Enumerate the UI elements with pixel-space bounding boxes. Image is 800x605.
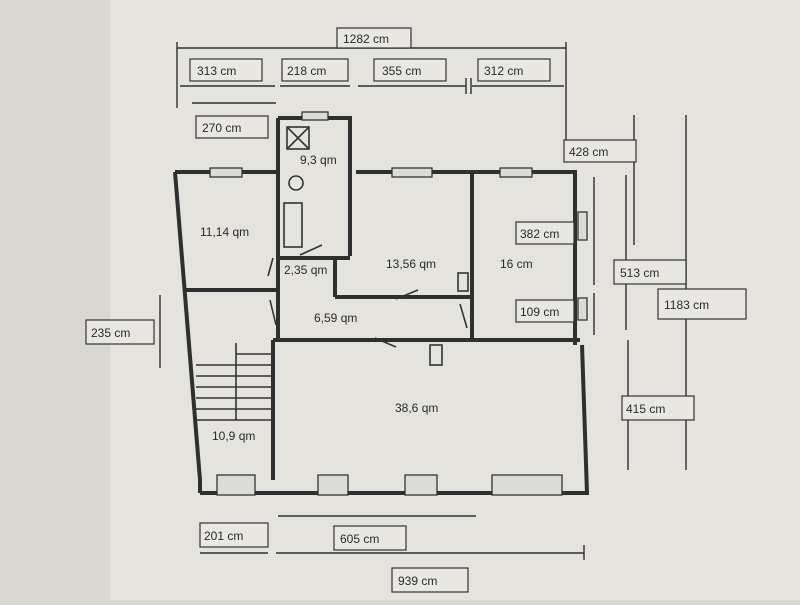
window — [301, 111, 329, 121]
room-label-middle: 13,56 qm — [386, 257, 436, 271]
dim-label-415: 415 cm — [626, 402, 665, 416]
dim-box — [621, 395, 695, 421]
dim-box — [333, 525, 407, 551]
dim-box — [657, 288, 747, 320]
room-label-wc: 2,35 qm — [284, 263, 327, 277]
dim-label-313: 313 cm — [197, 64, 236, 78]
window — [577, 211, 588, 241]
door-leaf — [267, 257, 274, 277]
dim-label-total-width: 1282 cm — [343, 32, 389, 46]
window — [209, 167, 243, 178]
sanitary-fixtures — [283, 126, 469, 366]
window — [391, 167, 433, 178]
window — [404, 474, 438, 496]
room-label-stairs: 10,9 qm — [212, 429, 255, 443]
dim-box — [515, 299, 575, 323]
dim-box — [199, 522, 269, 548]
dim-box — [373, 58, 447, 82]
staircase — [196, 343, 273, 421]
room-label-left: 11,14 qm — [200, 225, 249, 239]
dim-box — [189, 58, 263, 82]
door-leaf — [269, 299, 277, 326]
dim-box — [477, 58, 551, 82]
dim-label-355: 355 cm — [382, 64, 421, 78]
dim-box — [195, 115, 269, 139]
dim-box — [336, 27, 412, 49]
dim-label-382: 382 cm — [520, 227, 559, 241]
washbasin — [288, 175, 304, 191]
door-leaf — [459, 303, 468, 329]
doors — [267, 244, 468, 348]
shower-tray — [286, 126, 310, 150]
door-leaf — [299, 244, 323, 256]
dim-label-109: 109 cm — [520, 305, 559, 319]
room-label-right: 16 cm — [500, 257, 533, 271]
room-labels: 9,3 qm 11,14 qm 2,35 qm 13,56 qm 16 cm 6… — [200, 153, 533, 443]
window — [499, 167, 533, 178]
dim-label-235: 235 cm — [91, 326, 130, 340]
dim-box — [515, 221, 575, 245]
room-label-hall: 6,59 qm — [314, 311, 357, 325]
dimension-lines — [159, 42, 687, 560]
room-label-big: 38,6 qm — [395, 401, 438, 415]
dim-label-312: 312 cm — [484, 64, 523, 78]
window — [577, 297, 588, 321]
door-leaf — [395, 289, 419, 300]
kitchen-unit — [429, 344, 443, 366]
door-leaf — [374, 337, 397, 348]
dim-label-1183: 1183 cm — [664, 298, 709, 312]
window — [491, 474, 563, 496]
dim-box — [391, 567, 469, 593]
dim-box — [613, 259, 687, 285]
dimension-labels: 1282 cm 313 cm 218 cm 355 cm 312 cm 270 … — [85, 27, 747, 593]
bathtub — [283, 202, 303, 248]
dim-label-513: 513 cm — [620, 266, 659, 280]
window — [317, 474, 349, 496]
dim-label-270: 270 cm — [202, 121, 241, 135]
dim-label-939: 939 cm — [398, 574, 437, 588]
windows — [209, 111, 588, 496]
dim-label-428: 428 cm — [569, 145, 608, 159]
dim-box — [281, 58, 349, 82]
chimney — [457, 272, 469, 292]
wall-left — [173, 171, 202, 493]
window — [216, 474, 256, 496]
dim-label-605: 605 cm — [340, 532, 379, 546]
room-label-bath: 9,3 qm — [300, 153, 337, 167]
dim-label-201: 201 cm — [204, 529, 243, 543]
dim-label-218: 218 cm — [287, 64, 326, 78]
dim-box — [85, 319, 155, 345]
shower-cross — [286, 126, 310, 150]
dim-box — [563, 139, 637, 163]
